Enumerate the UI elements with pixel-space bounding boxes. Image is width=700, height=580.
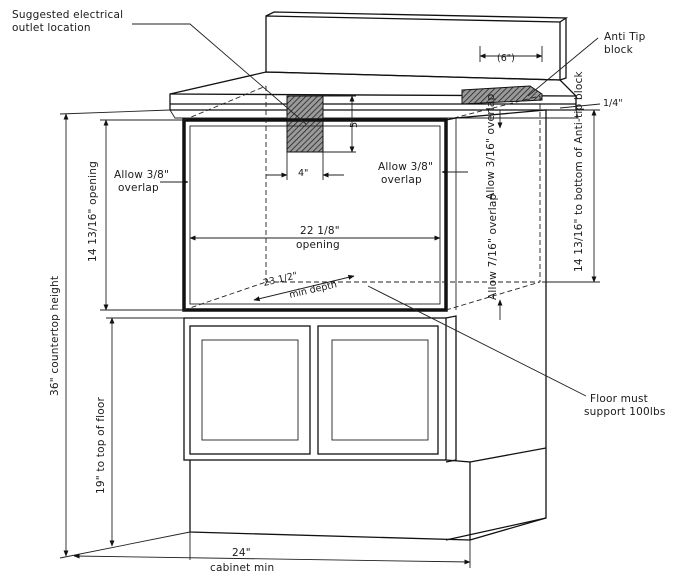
dim-outlet-width: [266, 152, 344, 180]
outlet-box: [286, 95, 324, 153]
opening-width-label: opening: [296, 239, 340, 251]
dim-anti-tip-width: [479, 46, 543, 62]
left-overlap-label-line2: overlap: [118, 182, 159, 194]
dim-depth: [253, 274, 355, 302]
floor-support-label-line1: Floor must: [590, 393, 648, 405]
dim-to-antitip: [542, 109, 600, 283]
left-overlap-label-line1: Allow 3/8": [114, 169, 169, 181]
opening-height-label: 14 13/16" opening: [87, 161, 99, 262]
countertop-height-label: 36" countertop height: [49, 276, 61, 396]
anti-tip-block: [461, 85, 543, 105]
to-antitip-label: 14 13/16" to bottom of Anti-tip block: [573, 71, 585, 272]
right-overlap-label-line2: overlap: [381, 174, 422, 186]
dim-outlet-height: [323, 95, 356, 153]
top-side-overlap-label: Allow 3/16" overlap: [485, 94, 497, 200]
lower-cabinet: [183, 315, 457, 463]
depth-text-label: min depth: [288, 279, 338, 301]
dim-quarter: [559, 103, 601, 109]
quarter-inch-label: 1/4": [603, 98, 623, 109]
floor-support-label-line2: support 100lbs: [584, 406, 666, 418]
outlet-height-label: 5": [349, 118, 360, 128]
dim-cabinet-width: [73, 532, 471, 568]
cabinet-base: [189, 447, 547, 541]
cabinet-width-value: 24": [232, 547, 251, 559]
depth-outline: [183, 85, 541, 311]
cabinet-width-label: cabinet min: [210, 562, 274, 574]
anti-tip-label-line2: block: [604, 44, 634, 56]
leader-lines: [132, 23, 599, 397]
outlet-label-line2: outlet location: [12, 22, 91, 34]
outlet-width-label: 4": [298, 168, 308, 179]
backsplash: [265, 11, 569, 81]
anti-tip-width-label: (6"): [497, 53, 515, 64]
right-overlap-label-line1: Allow 3/8": [378, 161, 433, 173]
opening-width-value: 22 1/8": [300, 225, 340, 237]
dim-floor-height: [106, 317, 184, 547]
opening-frame: [182, 118, 448, 312]
dim-opening-height: [100, 119, 184, 311]
depth-value-label: 23 1/2": [262, 270, 298, 289]
floor-height-label: 19" to top of floor: [95, 397, 107, 494]
anti-tip-label-line1: Anti Tip: [604, 31, 646, 43]
bottom-side-overlap-label: Allow 7/16" overlap: [487, 194, 499, 300]
outlet-label-line1: Suggested electrical: [12, 9, 123, 21]
